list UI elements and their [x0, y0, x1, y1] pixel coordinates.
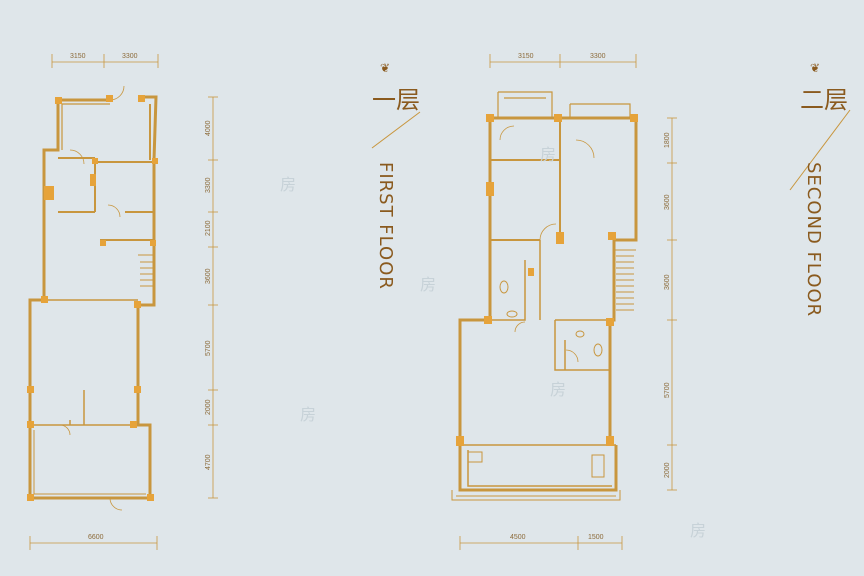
second-floor-side-dim-5: 2000: [664, 462, 671, 478]
first-floor-walls: [28, 85, 158, 511]
second-floor-side-dim-3: 3600: [664, 274, 671, 290]
first-floor-side-dim-7: 4700: [205, 454, 212, 470]
second-floor-title-en: SECOND FLOOR: [803, 162, 824, 317]
first-floor-title-cn: 一层: [372, 86, 420, 114]
first-floor-side-dim-1: 4000: [205, 120, 212, 136]
toilet-icon: [499, 280, 509, 294]
first-floor-plan: 3150 3300 4000 3300 2100 3600 5700 2000 …: [27, 53, 218, 550]
fixture-icon: [591, 454, 605, 478]
first-floor-side-dim-3: 2100: [205, 220, 212, 236]
first-floor-top-dim-2: 3300: [122, 53, 138, 60]
first-floor-bottom-dim: 6600: [88, 534, 104, 541]
sink-icon: [506, 310, 518, 318]
second-floor-plan: 3150 3300 1800 3600 3600 5700 2000 4500 …: [451, 53, 677, 550]
svg-text:❦: ❦: [380, 61, 390, 75]
second-floor-top-dim-2: 3300: [590, 53, 606, 60]
watermark: 房: [280, 175, 296, 194]
watermark: 房: [300, 405, 316, 424]
sink-icon: [575, 330, 585, 338]
watermark: 房: [540, 145, 556, 164]
first-floor-side-dimension: 4000 3300 2100 3600 5700 2000 4700: [205, 96, 218, 499]
second-floor-top-dim-1: 3150: [518, 53, 534, 60]
fixture-icon: [467, 451, 483, 463]
second-floor-title-cn: 二层: [800, 86, 848, 114]
second-floor-side-dimension: 1800 3600 3600 5700 2000: [664, 117, 677, 491]
first-floor-columns: [27, 95, 158, 501]
first-floor-top-dimension: 3150 3300: [51, 53, 159, 68]
watermark: 房: [690, 521, 706, 540]
second-floor-side-dim-1: 1800: [664, 132, 671, 148]
first-floor-side-dim-2: 3300: [205, 177, 212, 193]
first-floor-bottom-dimension: 6600: [29, 534, 158, 550]
toilet-icon: [593, 343, 603, 357]
second-floor-top-dimension: 3150 3300: [489, 53, 637, 68]
first-floor-side-dim-5: 5700: [205, 340, 212, 356]
svg-text:❦: ❦: [810, 61, 820, 75]
watermark: 房: [420, 275, 436, 294]
second-floor-bottom-dim-2: 1500: [588, 534, 604, 541]
second-floor-title: ❦ 二层 SECOND FLOOR: [789, 61, 851, 317]
second-floor-bottom-dimension: 4500 1500: [459, 534, 623, 550]
first-floor-side-dim-6: 2000: [205, 399, 212, 415]
second-floor-side-dim-4: 5700: [664, 382, 671, 398]
first-floor-title: ❦ 一层 FIRST FLOOR: [371, 61, 421, 290]
first-floor-side-dim-4: 3600: [205, 268, 212, 284]
watermark: 房: [550, 380, 566, 399]
second-floor-columns: [456, 114, 638, 446]
first-floor-title-en: FIRST FLOOR: [375, 162, 396, 290]
first-floor-top-dim-1: 3150: [70, 53, 86, 60]
second-floor-side-dim-2: 3600: [664, 194, 671, 210]
watermarks: 房 房 房 房 房 房: [280, 145, 706, 540]
second-floor-fixtures: [467, 280, 605, 478]
second-floor-bottom-dim-1: 4500: [510, 534, 526, 541]
